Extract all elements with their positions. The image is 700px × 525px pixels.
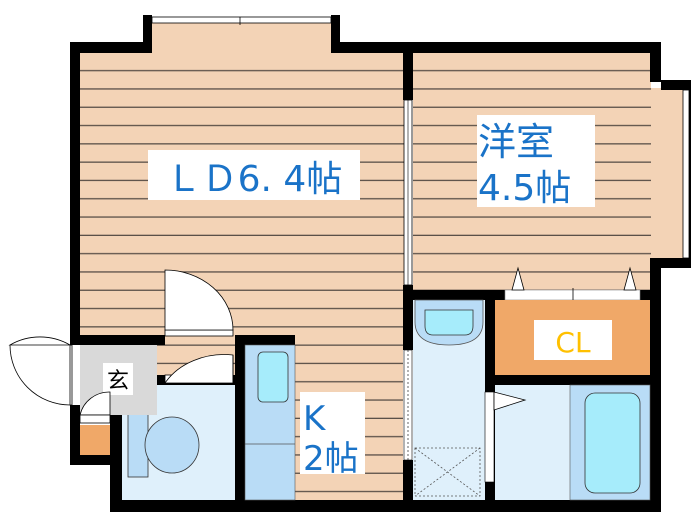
doors[interactable] bbox=[8, 269, 234, 424]
toilet-room bbox=[122, 375, 235, 500]
kitchen-counter bbox=[244, 344, 296, 501]
closet-label: CL bbox=[555, 326, 591, 359]
ld-label-bg bbox=[148, 150, 360, 200]
sliding-door[interactable] bbox=[403, 99, 413, 286]
kitchen-label-line2: 2帖 bbox=[303, 439, 359, 479]
western-label-bg bbox=[477, 115, 595, 207]
washroom bbox=[403, 299, 485, 500]
bathtub bbox=[584, 392, 641, 494]
kitchen-sink bbox=[257, 351, 289, 403]
washing-machine-space bbox=[414, 447, 481, 497]
front-door bbox=[69, 344, 73, 406]
entrance-label-bg bbox=[103, 363, 133, 395]
bathroom bbox=[484, 384, 651, 501]
toilet-icon bbox=[144, 416, 200, 474]
ld-label: ＬＤ6. 4帖 bbox=[166, 159, 343, 200]
western-label-line2: 4.5帖 bbox=[478, 168, 571, 209]
entrance-label: 玄 bbox=[107, 369, 129, 394]
kitchen-label-line1: K bbox=[303, 399, 327, 439]
western-label-line1: 洋室 bbox=[478, 120, 554, 164]
closet-label-bg bbox=[534, 320, 612, 360]
kitchen-label-bg bbox=[300, 392, 365, 474]
windows bbox=[151, 16, 690, 259]
